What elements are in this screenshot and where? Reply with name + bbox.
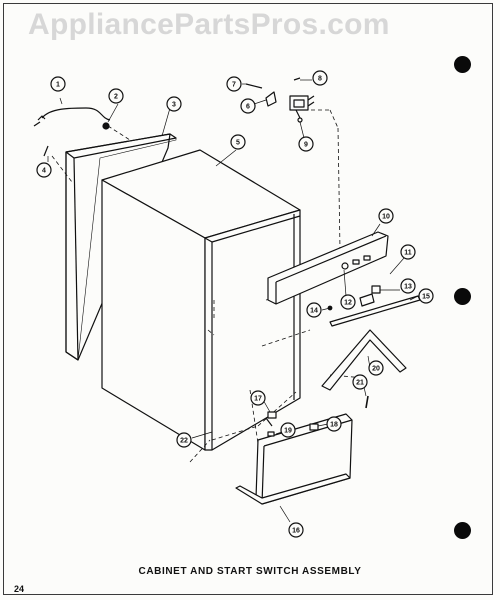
callout-label-12: 12 [344, 300, 352, 307]
callout-label-7: 7 [232, 82, 236, 89]
callout-circle-4 [36, 162, 52, 178]
callout-circle-6 [240, 98, 256, 114]
callout-label-14: 14 [310, 308, 318, 315]
cabinet-shell [101, 149, 301, 451]
callout-label-15: 15 [422, 294, 430, 301]
callout-circle-13 [400, 278, 416, 294]
callout-circle-7 [226, 76, 242, 92]
binder-hole-top [454, 56, 471, 73]
binder-hole-bottom [454, 522, 471, 539]
callout-circle-11 [400, 244, 416, 260]
callout-circle-9 [298, 136, 314, 152]
callout-label-6: 6 [246, 104, 250, 111]
callout-circle-16 [288, 522, 304, 538]
callout-circle-2 [108, 88, 124, 104]
callout-circle-14 [306, 302, 322, 318]
callout-circle-22 [176, 432, 192, 448]
callout-circle-12 [340, 294, 356, 310]
callout-label-20: 20 [372, 366, 380, 373]
support-brace [321, 329, 407, 391]
callout-circle-19 [280, 422, 296, 438]
callout-label-1: 1 [56, 82, 60, 89]
grommet [102, 122, 110, 130]
callout-circle-1 [50, 76, 66, 92]
control-panel [267, 231, 389, 305]
callout-circle-3 [166, 96, 182, 112]
callout-label-18: 18 [330, 422, 338, 429]
page-border [3, 3, 493, 595]
callout-label-8: 8 [318, 76, 322, 83]
diagram-caption: CABINET AND START SWITCH ASSEMBLY [138, 566, 362, 577]
callout-circle-21 [352, 374, 368, 390]
callout-circle-17 [250, 390, 266, 406]
start-switch [245, 77, 315, 123]
callout-label-9: 9 [304, 142, 308, 149]
callout-circle-15 [418, 288, 434, 304]
callout-label-11: 11 [404, 250, 412, 257]
callout-label-16: 16 [292, 528, 300, 535]
callout-circle-10 [378, 208, 394, 224]
callout-label-3: 3 [172, 102, 176, 109]
callout-circle-20 [368, 360, 384, 376]
callout-label-4: 4 [42, 168, 46, 175]
callout-circle-5 [230, 134, 246, 150]
callout-label-19: 19 [284, 428, 292, 435]
callout-label-17: 17 [254, 396, 262, 403]
page-number: 24 [14, 584, 25, 594]
callout-label-10: 10 [382, 214, 390, 221]
screw [43, 145, 49, 157]
power-cord [33, 107, 111, 127]
callout-label-21: 21 [356, 380, 364, 387]
callout-circle-8 [312, 70, 328, 86]
switch-bracket [371, 285, 381, 294]
callout-label-13: 13 [404, 284, 412, 291]
watermark: AppliancePartsPros.com [28, 8, 390, 41]
callout-label-2: 2 [114, 94, 118, 101]
callout-label-5: 5 [236, 140, 240, 147]
binder-hole-middle [454, 288, 471, 305]
callout-circle-18 [326, 416, 342, 432]
callout-label-22: 22 [180, 438, 188, 445]
